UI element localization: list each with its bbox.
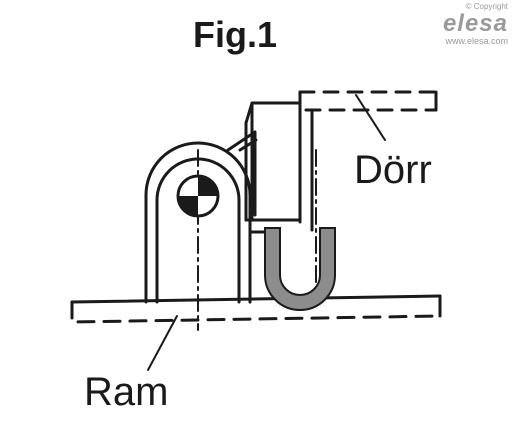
pivot-pin-icon [176,174,220,218]
figure-title: Fig.1 [192,14,277,55]
frame-leader-line [147,315,178,371]
u-seal [264,227,336,311]
door-label: Dörr [354,148,432,192]
elesa-logo: © Copyright elesa www.elesa.com [443,2,508,47]
frame-label: Ram [84,370,169,414]
door-leader-line [355,94,386,141]
brand-text: elesa [442,10,508,37]
frame-outline [70,294,442,324]
copyright-text: © Copyright [465,2,508,11]
hinge-leaf [244,101,302,222]
website-text: www.elesa.com [445,36,508,46]
